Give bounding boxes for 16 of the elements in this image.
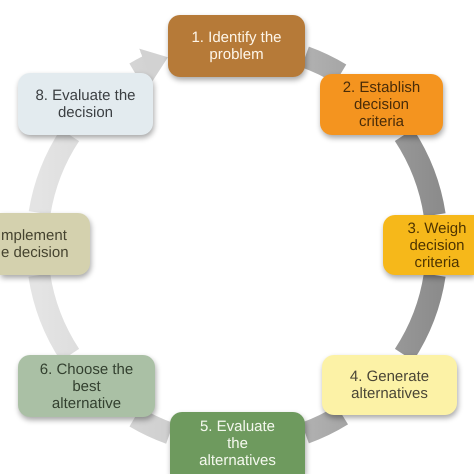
- step-box: [383, 215, 474, 275]
- step-label: mplement e decision: [1, 227, 70, 261]
- step-label: 6. Choose the best alternative: [38, 360, 134, 412]
- step-box: [0, 213, 90, 275]
- step-box: [170, 412, 305, 474]
- step-label: 4. Generate alternatives: [348, 368, 430, 402]
- step-label: 8. Evaluate the decision: [34, 87, 137, 121]
- step-label: 1. Identify the problem: [190, 29, 283, 63]
- step-label: 2. Establish decision criteria: [342, 79, 422, 130]
- step-box: [168, 15, 305, 77]
- step-label: 3. Weigh decision criteria: [406, 220, 468, 270]
- step-box: [320, 74, 443, 135]
- step-label: 5. Evaluate the alternatives: [198, 418, 277, 468]
- step-box: [322, 355, 457, 415]
- step-box: [18, 73, 153, 135]
- step-box: [18, 355, 155, 417]
